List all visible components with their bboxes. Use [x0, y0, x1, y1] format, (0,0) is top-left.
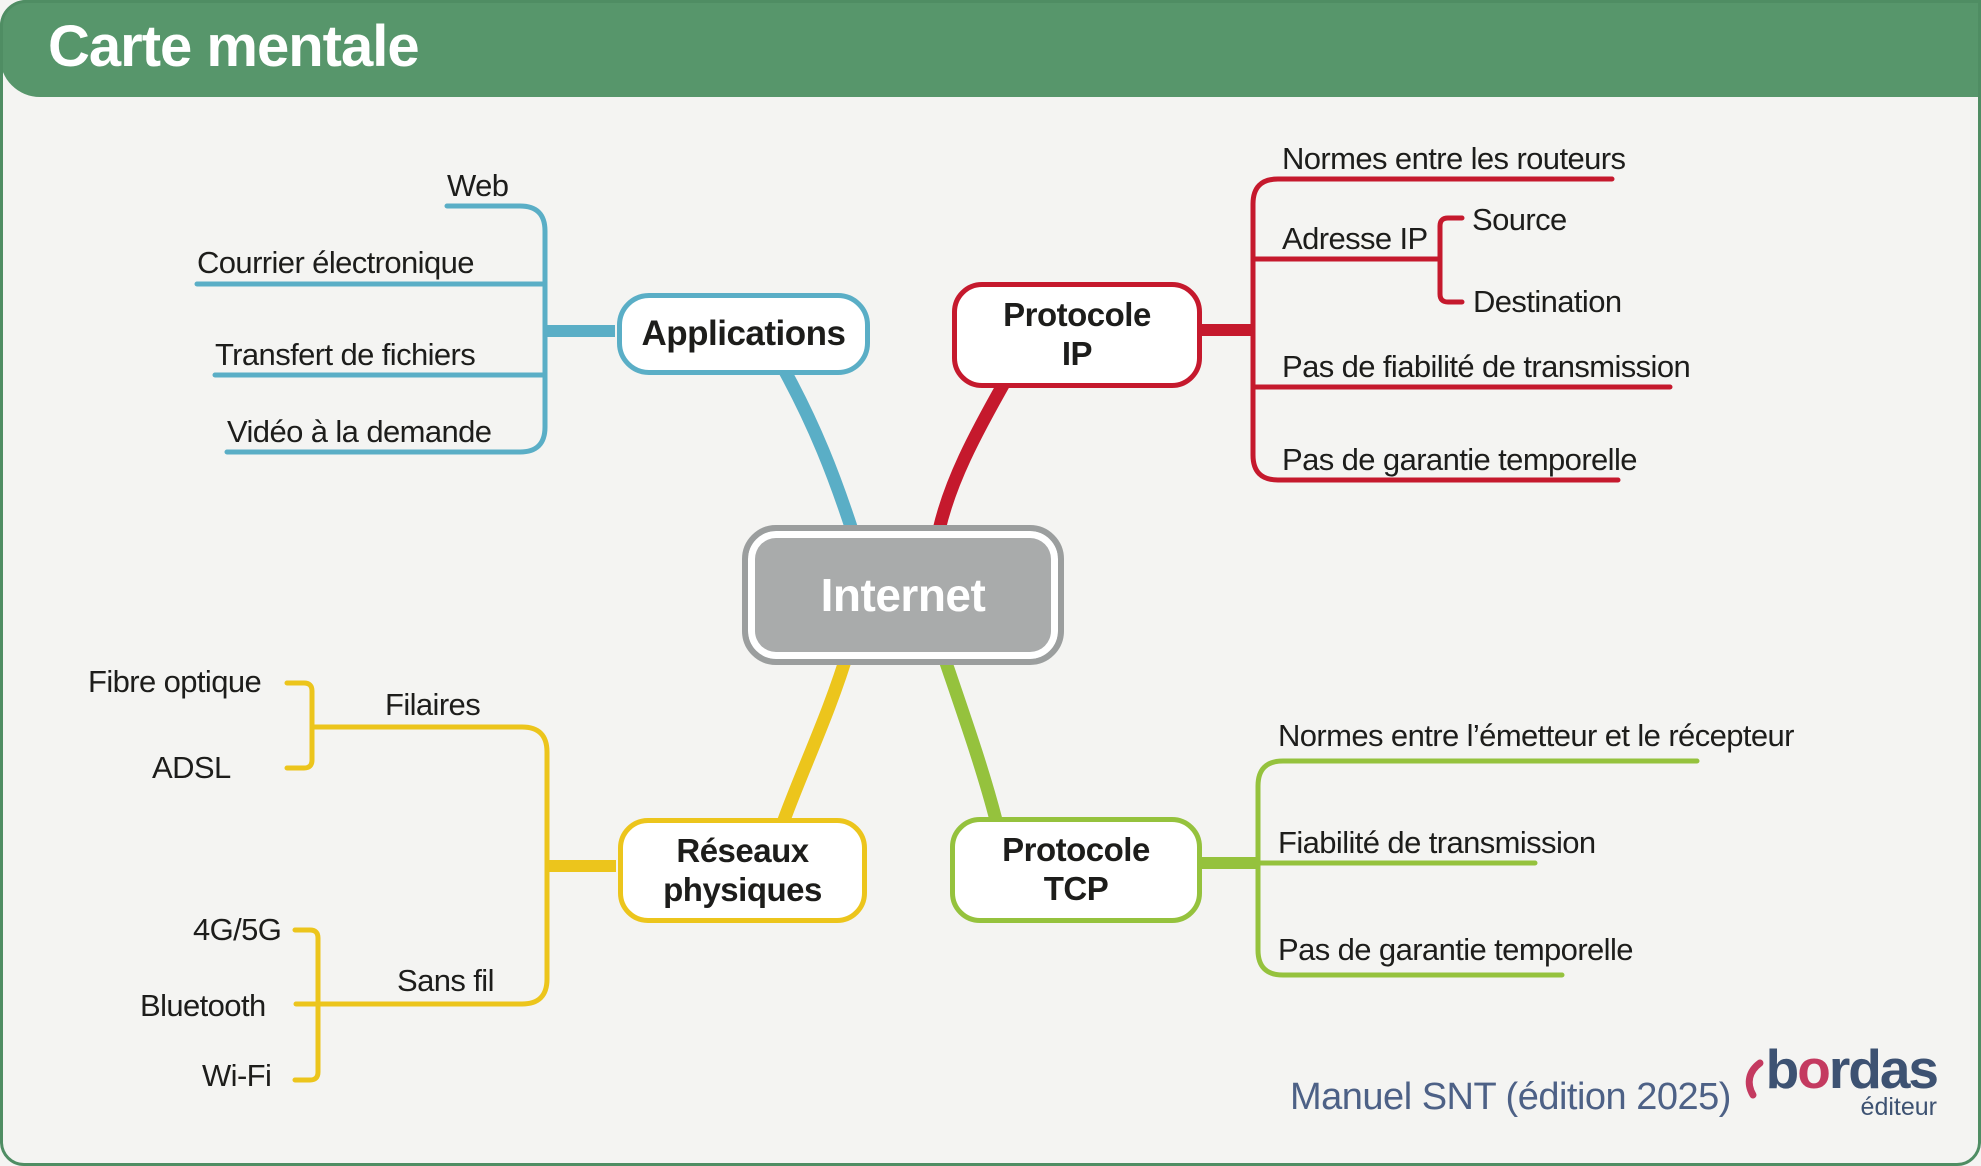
curve-internet-protocole-tcp	[934, 641, 1003, 827]
leaf-filaires: Filaires	[385, 687, 481, 722]
leaf-adsl: ADSL	[152, 750, 231, 785]
curve-internet-protocole-ip	[932, 371, 1014, 537]
bordas-logo: bordas éditeur	[1737, 1042, 1939, 1122]
bordas-logo-tagline: éditeur	[1860, 1093, 1937, 1121]
curve-internet-applications	[774, 357, 859, 537]
leaf-fibre-optique: Fibre optique	[88, 664, 262, 699]
logo-letters-rdas: rdas	[1828, 1038, 1939, 1100]
leaf-courrier-electronique: Courrier électronique	[197, 245, 474, 280]
leaf-pas-garantie-tcp: Pas de garantie temporelle	[1278, 932, 1634, 967]
bordas-logo-wordmark: bordas	[1744, 1042, 1939, 1099]
leaf-bluetooth: Bluetooth	[140, 988, 266, 1023]
fork-filaires	[284, 680, 315, 771]
node-protocole-tcp: Protocole TCP	[950, 817, 1202, 923]
leaf-normes-routeurs: Normes entre les routeurs	[1282, 141, 1626, 176]
leaf-wifi: Wi-Fi	[202, 1058, 272, 1093]
leaf-transfert-fichiers: Transfert de fichiers	[215, 337, 476, 372]
leaf-4g-5g: 4G/5G	[193, 912, 282, 947]
logo-letter-o: o	[1797, 1038, 1831, 1100]
header-band: Carte mentale	[0, 0, 1981, 97]
node-protocole-ip: Protocole IP	[952, 282, 1202, 388]
node-reseaux-physiques: Réseaux physiques	[618, 818, 867, 923]
fork-source-destination	[1437, 215, 1465, 305]
curve-internet-reseaux-physiques	[777, 641, 856, 827]
leaf-adresse-ip: Adresse IP	[1282, 221, 1428, 256]
node-internet: Internet	[742, 525, 1064, 665]
leaf-video-demande: Vidéo à la demande	[227, 414, 492, 449]
node-applications: Applications	[617, 293, 870, 375]
leaf-pas-garantie-ip: Pas de garantie temporelle	[1282, 442, 1638, 477]
leaf-pas-fiabilite: Pas de fiabilité de transmission	[1282, 349, 1691, 384]
logo-letter-b: b	[1765, 1038, 1800, 1100]
leaf-sans-fil: Sans fil	[397, 963, 494, 998]
page-title: Carte mentale	[48, 14, 420, 79]
bordas-logo-swash-icon	[1745, 1059, 1764, 1099]
leaf-fiabilite: Fiabilité de transmission	[1278, 825, 1596, 860]
leaf-source: Source	[1472, 202, 1567, 237]
edition-credit: Manuel SNT (édition 2025)	[1290, 1076, 1731, 1118]
leaf-web: Web	[447, 168, 509, 203]
leaf-normes-emetteur-recepteur: Normes entre l’émetteur et le récepteur	[1278, 718, 1795, 753]
leaf-destination: Destination	[1473, 284, 1622, 319]
